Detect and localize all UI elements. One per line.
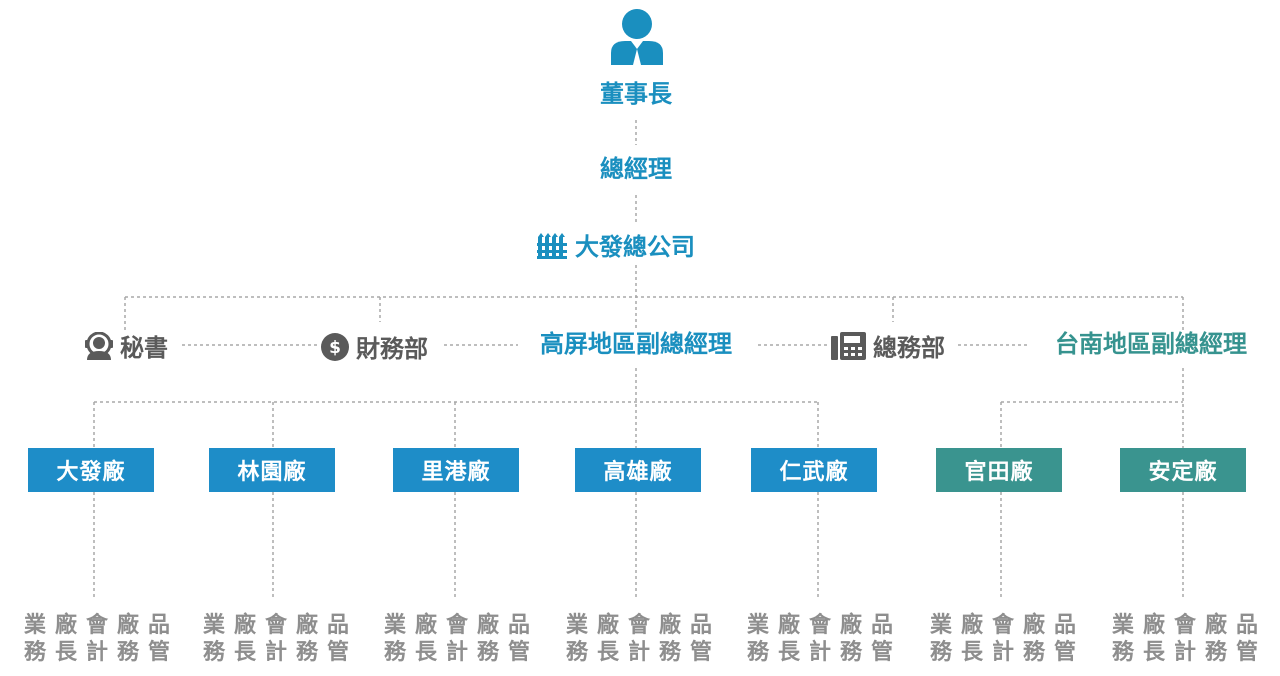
svg-text:$: $: [329, 338, 341, 358]
chairman-label: 董事長: [600, 80, 672, 108]
factory-box-anding: 安定廠: [1120, 448, 1246, 492]
factory-box-renwu: 仁武廠: [751, 448, 877, 492]
chairman-icon: [609, 9, 665, 65]
factory-roles: 業廠會廠品 務長計務管: [929, 613, 1076, 665]
factory-roles: 業廠會廠品 務長計務管: [746, 613, 893, 665]
kaohsiung-vp-label: 高屏地區副總經理: [540, 330, 732, 358]
factory-roles: 業廠會廠品 務長計務管: [1111, 613, 1258, 665]
headset-user-icon: [84, 331, 114, 364]
factory-roles: 業廠會廠品 務長計務管: [383, 613, 530, 665]
factory-box-linyuan: 林園廠: [209, 448, 335, 492]
factory-box-kaohsiung: 高雄廠: [575, 448, 701, 492]
general-affairs-label: 總務部: [873, 334, 945, 362]
factory-box-dafa: 大發廠: [28, 448, 154, 492]
secretary-node: 秘書: [84, 331, 168, 364]
building-icon: [537, 231, 569, 263]
company-label: 大發總公司: [575, 233, 695, 261]
secretary-label: 秘書: [120, 334, 168, 362]
factory-roles: 業廠會廠品 務長計務管: [23, 613, 170, 665]
general-affairs-node: 總務部: [831, 332, 945, 364]
tainan-vp-label: 台南地區副總經理: [1055, 330, 1247, 358]
general-manager-label: 總經理: [600, 155, 672, 183]
fax-icon: [831, 332, 867, 364]
dollar-icon: $: [320, 332, 350, 366]
finance-label: 財務部: [356, 335, 428, 363]
factory-box-ligang: 里港廠: [393, 448, 519, 492]
factory-roles: 業廠會廠品 務長計務管: [565, 613, 712, 665]
factory-roles: 業廠會廠品 務長計務管: [202, 613, 349, 665]
finance-node: $ 財務部: [320, 332, 428, 366]
factory-box-guantian: 官田廠: [936, 448, 1062, 492]
company-node: 大發總公司: [537, 231, 695, 263]
